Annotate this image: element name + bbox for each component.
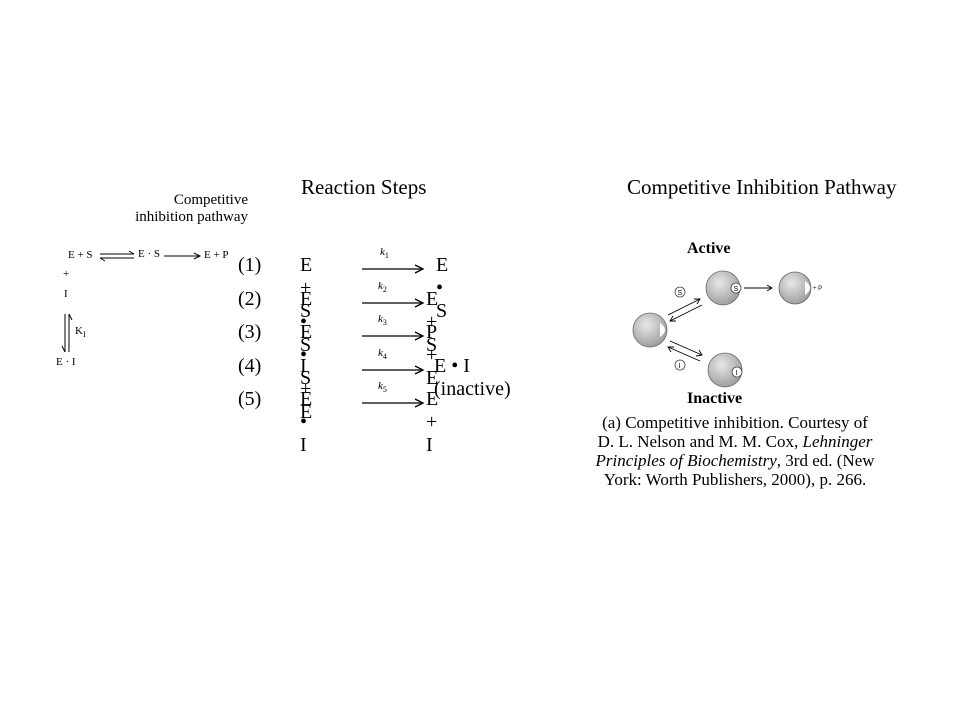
rate-k: k <box>378 347 383 359</box>
rate-constant: k3 <box>378 313 387 327</box>
reaction-rhs: P + E <box>426 321 439 389</box>
rate-k: k <box>378 313 383 325</box>
caption-line3-b: , 3rd ed. (New <box>776 451 875 470</box>
left-es-mid: E · S <box>138 248 160 260</box>
reaction-lhs: E • S <box>300 288 313 356</box>
left-plus: + <box>63 268 70 280</box>
rate-sub: 5 <box>382 385 387 395</box>
es-complex: S <box>705 270 742 306</box>
rate-constant: k4 <box>378 347 387 361</box>
reaction-arrow <box>362 264 425 274</box>
free-enzyme <box>632 312 668 348</box>
reaction-arrow <box>362 298 425 308</box>
p-label: + P <box>813 286 822 292</box>
reaction-number: (4) <box>238 355 262 377</box>
left-title-line1: Competitive <box>173 192 248 208</box>
left-ki: KI <box>75 325 86 339</box>
inhibitor-token: I <box>674 359 686 371</box>
reaction-lhs: I + E <box>300 355 313 423</box>
rate-constant: k1 <box>380 246 389 260</box>
rate-sub: 2 <box>382 285 387 295</box>
caption-line2-b: Lehninger <box>802 432 873 451</box>
caption-line2-a: D. L. Nelson and M. M. Cox, <box>597 432 803 451</box>
reaction-steps-title: Reaction Steps <box>301 175 427 199</box>
substrate-token: S <box>674 286 686 298</box>
caption-line2: D. L. Nelson and M. M. Cox, Lehninger <box>580 432 890 451</box>
reaction-rhs: E • S <box>436 254 449 322</box>
reaction-rhs: E • I (inactive) <box>434 355 511 400</box>
svg-text:I: I <box>679 363 681 370</box>
rate-sub: 4 <box>382 352 387 362</box>
reaction-arrow <box>362 365 425 375</box>
rate-k: k <box>378 280 383 292</box>
es-s-label: S <box>734 286 739 293</box>
left-inhibitor: I <box>64 288 68 300</box>
left-es-lhs: E + S <box>68 249 93 261</box>
rate-sub: 3 <box>382 318 387 328</box>
left-es-rhs: E + P <box>204 249 229 261</box>
reaction-number: (2) <box>238 288 262 310</box>
rate-constant: k2 <box>378 280 387 294</box>
reaction-arrow <box>362 331 425 341</box>
reaction-number: (1) <box>238 254 262 276</box>
ei-i-label: I <box>736 370 738 377</box>
reaction-rhs: E + S <box>426 288 439 356</box>
left-ei: E · I <box>56 356 76 368</box>
reaction-number: (5) <box>238 388 262 410</box>
rate-sub: 1 <box>384 251 389 261</box>
active-label: Active <box>687 240 731 257</box>
rate-k: k <box>378 380 383 392</box>
left-title-line2: inhibition pathway <box>135 209 248 225</box>
rate-constant: k5 <box>378 380 387 394</box>
caption-line3: Principles of Biochemistry, 3rd ed. (New <box>580 451 890 470</box>
pathway-caption: (a) Competitive inhibition. Courtesy of … <box>580 413 890 489</box>
reaction-lhs: E • I <box>300 388 313 456</box>
rate-k: k <box>380 246 385 258</box>
reaction-arrow <box>362 398 425 408</box>
reaction-lhs: E • S <box>300 321 313 389</box>
pathway-title: Competitive Inhibition Pathway <box>627 175 897 199</box>
inactive-label: Inactive <box>687 390 743 407</box>
left-ki-sub: I <box>82 330 86 340</box>
product-enzyme: + P <box>778 271 822 305</box>
left-ki-k: K <box>75 325 83 337</box>
reaction-number: (3) <box>238 321 262 343</box>
reaction-lhs: E + S <box>300 254 313 322</box>
left-scheme-title: Competitive inhibition pathway <box>96 192 248 226</box>
caption-line3-a: Principles of Biochemistry <box>595 451 777 470</box>
caption-line1: (a) Competitive inhibition. Courtesy of <box>602 413 868 432</box>
reaction-rhs: E + I <box>426 388 439 456</box>
caption-line4: York: Worth Publishers, 2000), p. 266. <box>603 470 867 489</box>
pathway-diagram: S + P I S I <box>632 270 822 388</box>
ei-complex: I <box>707 352 743 388</box>
svg-text:S: S <box>678 290 683 297</box>
